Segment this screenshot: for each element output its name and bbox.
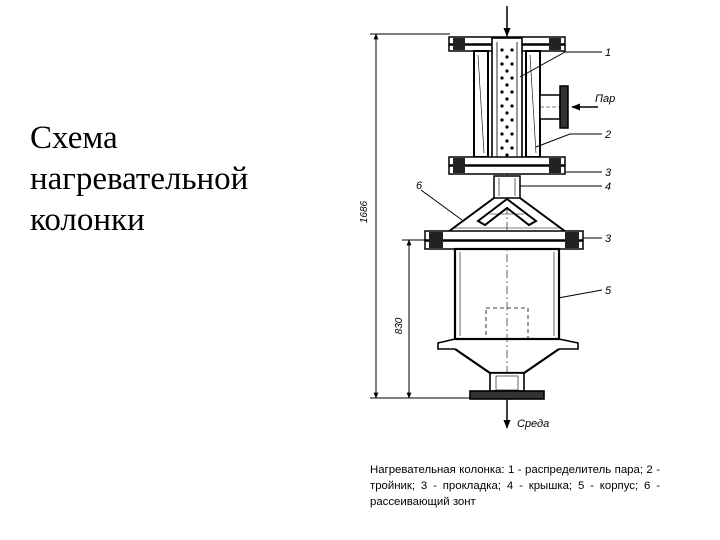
- title-line-2: нагревательной: [30, 161, 249, 197]
- label-part-6: 6: [416, 180, 423, 192]
- label-part-4: 4: [605, 181, 611, 193]
- outlet-nozzle: [469, 372, 545, 400]
- title-line-1: Схема: [30, 120, 118, 156]
- slide-title: Схема нагревательной колонки: [30, 118, 270, 241]
- label-medium: Среда: [517, 418, 549, 430]
- cover-neck: [493, 175, 521, 199]
- dimension-total-label: 1686: [359, 200, 370, 223]
- side-nozzle: [539, 85, 569, 129]
- steam-distributor: [491, 37, 523, 172]
- label-part-3-top: 3: [605, 167, 612, 179]
- label-part-5: 5: [605, 285, 612, 297]
- diffuser-cap: [476, 197, 538, 227]
- figure-caption: Нагревательная колонка: 1 - распределите…: [370, 464, 660, 508]
- label-part-3-bottom: 3: [605, 233, 612, 245]
- label-part-2: 2: [604, 129, 611, 141]
- leader-lines: [420, 51, 603, 299]
- dimension-total: [370, 33, 490, 399]
- lower-flange: [424, 230, 584, 250]
- label-steam: Пар: [595, 93, 615, 105]
- title-line-3: колонки: [30, 202, 145, 238]
- housing: [437, 247, 579, 375]
- label-part-1: 1: [605, 47, 611, 59]
- dimension-body-label: 830: [394, 317, 405, 334]
- middle-flange: [448, 156, 566, 175]
- dimension-body: [402, 239, 455, 399]
